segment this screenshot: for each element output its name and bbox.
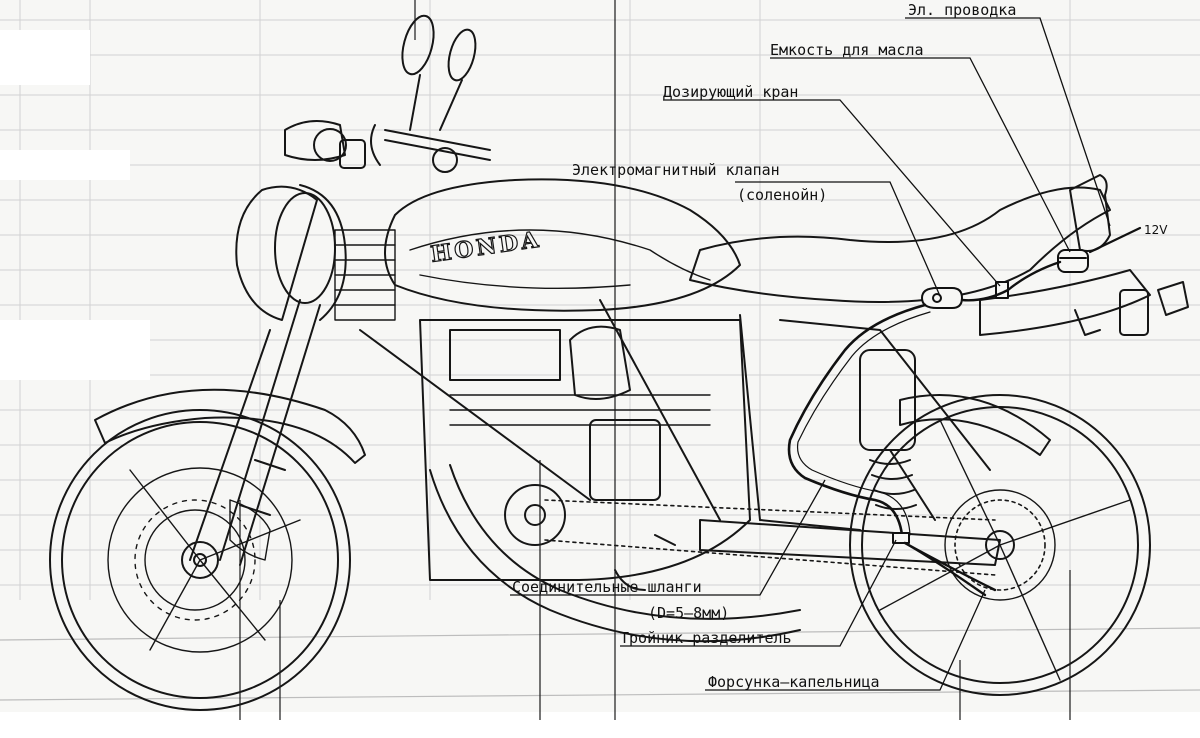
front-brake-disc [134,499,271,621]
radiator [334,229,396,321]
dripper-nozzle-b [903,541,987,597]
frame [359,299,991,531]
rear-chainguard [899,394,1051,456]
label-oil-tank: Емкость для масла [770,41,924,59]
rear-shock [859,349,936,521]
front-wheel [49,409,351,711]
background-rule-lines [0,627,1200,701]
handlebar [370,124,491,173]
callout-leaders [510,17,1111,691]
label-hoses-line1: Соединительные шланги [512,578,702,596]
motorcycle-drawing [49,14,1189,711]
footpeg [614,534,676,591]
callout-labels: Эл. проводка Емкость для масла Дозирующи… [512,1,1016,691]
exhaust [429,464,801,643]
solenoid-valve [921,287,963,309]
label-hoses-line2: (D=5–8мм) [648,604,729,622]
front-fender [94,388,366,464]
label-solenoid-line1: Электромагнитный клапан [572,161,780,179]
voltage-label: 12V [1144,223,1168,237]
label-dripper: Форсунка–капельница [708,673,880,691]
drive-chain [544,499,1046,591]
seat [689,186,1111,303]
tee-splitter [892,532,910,544]
connecting-hose [787,303,927,537]
whiteout-patches [0,30,1200,738]
oiler-system [787,226,1142,597]
connecting-hose-outline [796,311,931,536]
guide-lines [239,0,1071,720]
instrument-cluster [284,120,366,169]
wiring-line [1088,226,1142,254]
oil-tank [1057,249,1089,273]
rear-wheel [849,394,1151,696]
label-dosing-valve: Дозирующий кран [663,83,798,101]
feed-line [960,260,1062,302]
label-wiring: Эл. проводка [908,1,1016,19]
mirrors [401,14,477,131]
fuel-tank [384,178,741,312]
front-fork [189,299,321,566]
tail-section [979,174,1189,336]
label-solenoid-line2: (соленойн) [737,186,827,204]
label-tee: Тройник разделитель [620,629,792,647]
fuel-tank-inner [409,229,711,290]
headlight [235,184,347,321]
